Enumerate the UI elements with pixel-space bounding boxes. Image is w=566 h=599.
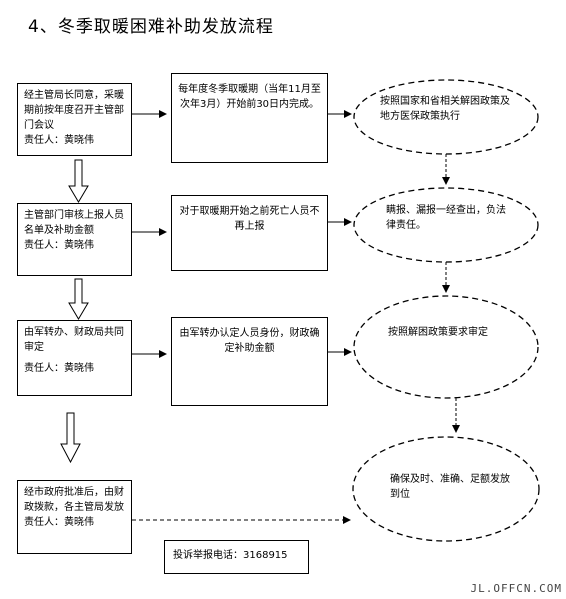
- complaint-label: 投诉举报电话：: [173, 550, 243, 561]
- step-box-2: 主管部门审核上报人员名单及补助金额 责任人：黄晓伟: [17, 203, 132, 276]
- watermark: JL.OFFCN.COM: [470, 582, 562, 595]
- ellipse-3: [353, 295, 539, 399]
- ellipse-4-text: 确保及时、准确、足额发放到位: [390, 474, 510, 500]
- ellipse-1-text: 按照国家和省相关解困政策及地方医保政策执行: [380, 96, 510, 122]
- ellipse-2-text: 瞒报、漏报一经查出，负法律责任。: [386, 205, 506, 231]
- step-box-4: 经市政府批准后，由财政拨款，各主管局发放 责任人：黄晓伟: [17, 480, 132, 554]
- detail-box-2: 对于取暖期开始之前死亡人员不再上报: [171, 195, 328, 271]
- step-box-4-responsible: 责任人：黄晓伟: [24, 517, 94, 528]
- step-box-3: 由军转办、财政局共同审定 责任人：黄晓伟: [17, 320, 132, 396]
- detail-box-3-text: 由军转办认定人员身份，财政确定补助金额: [179, 328, 320, 354]
- step-box-3-responsible: 责任人：黄晓伟: [24, 363, 94, 374]
- detail-box-2-text: 对于取暖期开始之前死亡人员不再上报: [179, 206, 320, 232]
- step-box-1-text: 经主管局长同意，采暖期前按年度召开主管部门会议: [24, 90, 124, 131]
- ellipse-3-text: 按照解困政策要求审定: [388, 327, 488, 338]
- detail-box-1-text: 每年度冬季取暖期（当年11月至次年3月）开始前30日内完成。: [178, 84, 321, 110]
- page-title: 4、冬季取暖困难补助发放流程: [28, 17, 274, 37]
- hollow-arrow-2: [68, 278, 89, 320]
- step-box-1-responsible: 责任人：黄晓伟: [24, 135, 94, 146]
- complaint-phone: 3168915: [243, 550, 288, 561]
- detail-box-1: 每年度冬季取暖期（当年11月至次年3月）开始前30日内完成。: [171, 73, 328, 163]
- step-box-2-responsible: 责任人：黄晓伟: [24, 240, 94, 251]
- complaint-hotline-box: 投诉举报电话：3168915: [164, 540, 309, 574]
- step-box-4-text: 经市政府批准后，由财政拨款，各主管局发放: [24, 487, 124, 513]
- step-box-2-text: 主管部门审核上报人员名单及补助金额: [24, 210, 124, 236]
- detail-box-3: 由军转办认定人员身份，财政确定补助金额: [171, 317, 328, 406]
- step-box-3-text: 由军转办、财政局共同审定: [24, 327, 124, 353]
- step-box-1: 经主管局长同意，采暖期前按年度召开主管部门会议 责任人：黄晓伟: [17, 83, 132, 156]
- ellipse-4: [352, 436, 540, 542]
- hollow-arrow-3: [60, 412, 81, 464]
- hollow-arrow-1: [68, 159, 89, 203]
